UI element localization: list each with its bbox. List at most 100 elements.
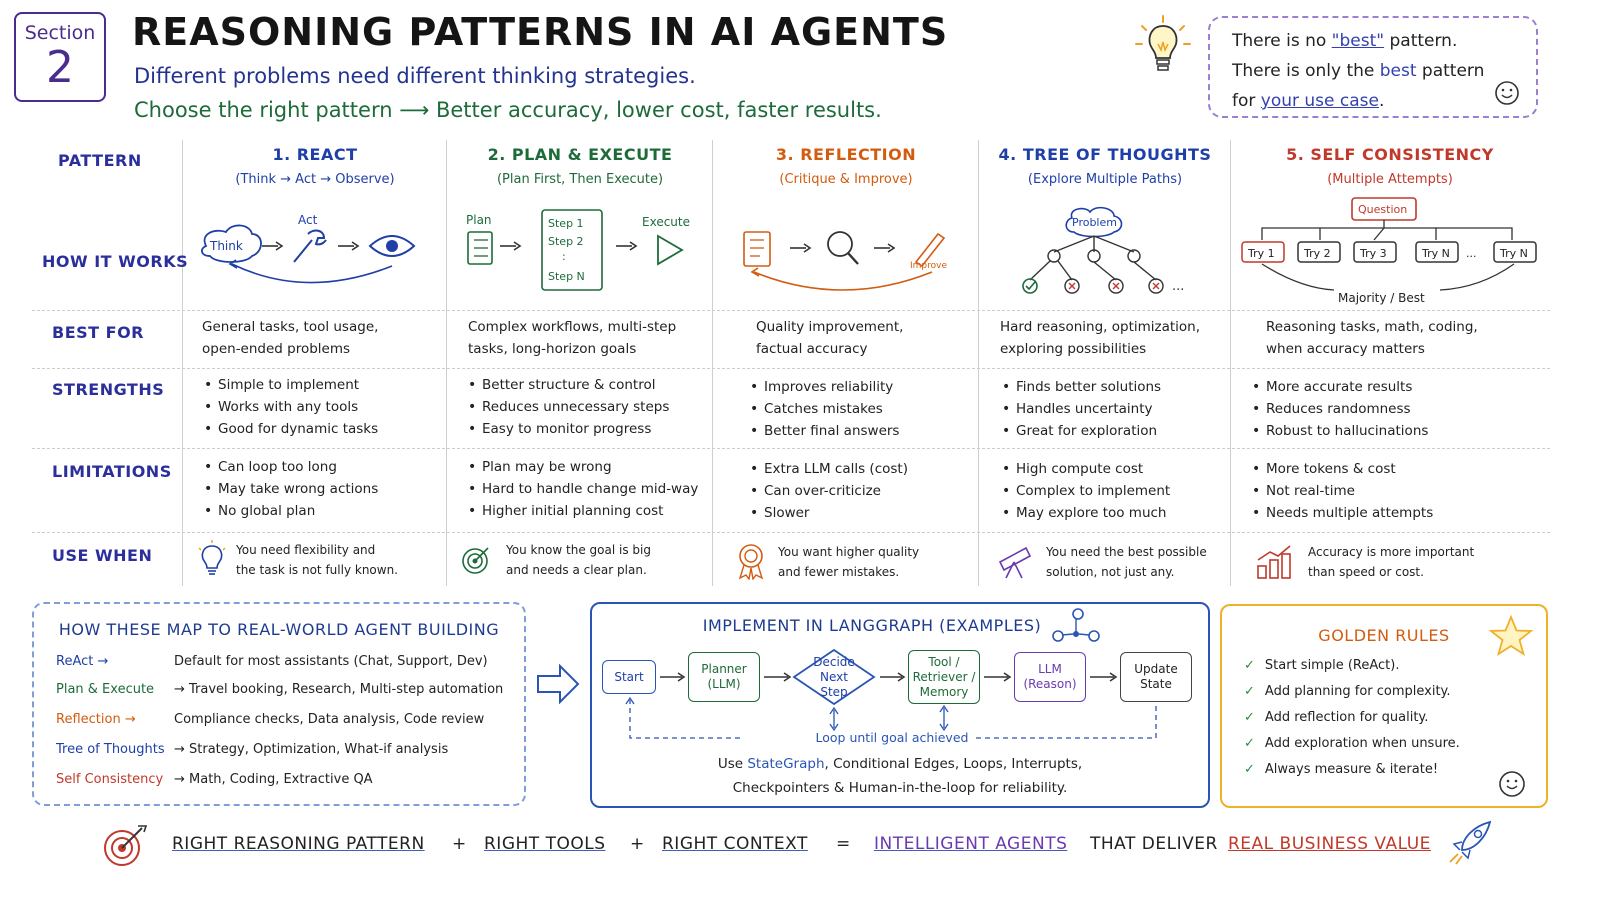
limitation-item: No global plan bbox=[202, 500, 378, 522]
golden-rule: ✓Add planning for complexity. bbox=[1244, 684, 1451, 699]
row-divider bbox=[32, 532, 1550, 533]
langgraph-footnote-2: Checkpointers & Human-in-the-loop for re… bbox=[732, 780, 1068, 796]
question-label: Question bbox=[1358, 203, 1407, 216]
map-value: → Math, Coding, Extractive QA bbox=[174, 772, 373, 787]
step-1-label: Step 1 bbox=[548, 217, 584, 230]
stategraph-highlight: StateGraph bbox=[747, 756, 825, 772]
best-for-plan-execute: Complex workflows, multi-step tasks, lon… bbox=[468, 316, 676, 360]
self-consistency-diagram: Question Try 1 Try 2 Try 3 Try N ... Try… bbox=[1241, 197, 1537, 305]
target-icon bbox=[462, 547, 489, 574]
pattern-subtitle-plan-execute: (Plan First, Then Execute) bbox=[496, 172, 664, 187]
magnifier-icon bbox=[827, 231, 853, 257]
map-row-plan-execute: Plan & Execute → Travel booking, Research… bbox=[56, 682, 503, 697]
use-when-react: You need flexibility and the task is not… bbox=[236, 540, 398, 580]
footnote-text: Use bbox=[717, 756, 748, 772]
footer-plus: + bbox=[630, 834, 645, 854]
try-n2-label: Try N bbox=[1499, 247, 1528, 260]
strength-item: Works with any tools bbox=[202, 396, 378, 418]
limitations-react: Can loop too longMay take wrong actionsN… bbox=[202, 456, 378, 522]
strength-item: Reduces unnecessary steps bbox=[466, 396, 669, 418]
column-divider bbox=[1230, 140, 1231, 586]
step-ellipsis: : bbox=[562, 250, 566, 263]
smiley-icon bbox=[1499, 771, 1525, 797]
target-icon bbox=[104, 825, 148, 866]
row-divider bbox=[32, 310, 1550, 311]
react-flow-diagram: Think Act bbox=[201, 213, 416, 284]
use-when-line: solution, not just any. bbox=[1046, 565, 1175, 579]
try-n-label: Try N bbox=[1421, 247, 1450, 260]
best-for-line: Quality improvement, bbox=[756, 319, 904, 335]
map-value: → Strategy, Optimization, What-if analys… bbox=[174, 742, 449, 757]
node-start: Start bbox=[602, 660, 656, 694]
real-world-map-panel: HOW THESE MAP TO REAL-WORLD AGENT BUILDI… bbox=[32, 602, 526, 806]
react-act-label: Act bbox=[298, 213, 318, 227]
map-row-react: ReAct →Default for most assistants (Chat… bbox=[56, 654, 488, 669]
smiley-icon bbox=[1495, 81, 1519, 105]
checklist-icon bbox=[467, 231, 493, 265]
row-label-best-for: BEST FOR bbox=[52, 323, 144, 342]
use-when-reflection: You want higher quality and fewer mistak… bbox=[778, 542, 919, 582]
strength-item: Reduces randomness bbox=[1250, 398, 1428, 420]
check-icon: ✓ bbox=[1244, 710, 1255, 725]
map-key: Plan & Execute bbox=[56, 682, 155, 697]
strength-item: Improves reliability bbox=[748, 376, 899, 398]
limitation-item: May explore too much bbox=[1000, 502, 1170, 524]
plan-label: Plan bbox=[466, 213, 492, 227]
step-2-label: Step 2 bbox=[548, 235, 584, 248]
strengths-tree-of-thoughts: Finds better solutionsHandles uncertaint… bbox=[1000, 376, 1161, 442]
limitation-item: May take wrong actions bbox=[202, 478, 378, 500]
best-for-line: when accuracy matters bbox=[1266, 341, 1425, 357]
document-icon bbox=[743, 231, 771, 267]
page-tagline: Choose the right pattern ⟶ Better accura… bbox=[134, 98, 882, 122]
strength-item: Better structure & control bbox=[466, 374, 669, 396]
row-label-use-when: USE WHEN bbox=[52, 546, 153, 565]
quote-text: There is no bbox=[1232, 31, 1332, 51]
use-when-line: You need flexibility and bbox=[236, 543, 376, 557]
column-divider bbox=[446, 140, 447, 586]
use-when-line: the task is not fully known. bbox=[236, 563, 398, 577]
use-when-line: Accuracy is more important bbox=[1308, 545, 1475, 559]
row-divider bbox=[32, 448, 1550, 449]
pattern-title-plan-execute: 2. PLAN & EXECUTE bbox=[487, 145, 673, 164]
quote-text: pattern. bbox=[1384, 31, 1458, 51]
strengths-reflection: Improves reliabilityCatches mistakesBett… bbox=[748, 376, 899, 442]
pattern-subtitle-reflection: (Critique & Improve) bbox=[779, 172, 913, 187]
map-key: Tree of Thoughts bbox=[56, 742, 165, 757]
column-divider bbox=[712, 140, 713, 586]
footer-business-value: REAL BUSINESS VALUE bbox=[1228, 834, 1431, 864]
eye-icon bbox=[368, 235, 416, 257]
pattern-title-reflection: 3. REFLECTION bbox=[775, 145, 917, 164]
use-when-tree-of-thoughts: You need the best possible solution, not… bbox=[1046, 542, 1207, 582]
quote-box: There is no "best" pattern. There is onl… bbox=[1208, 16, 1538, 118]
langgraph-footnote-1: Use StateGraph, Conditional Edges, Loops… bbox=[592, 756, 1208, 772]
star-icon bbox=[1488, 614, 1534, 657]
map-panel-title: HOW THESE MAP TO REAL-WORLD AGENT BUILDI… bbox=[58, 620, 500, 639]
decision-diamond bbox=[792, 648, 876, 706]
use-when-self-consistency: Accuracy is more important than speed or… bbox=[1308, 542, 1474, 582]
pattern-subtitle-self-consistency: (Multiple Attempts) bbox=[1327, 172, 1453, 187]
footer-right-context: RIGHT CONTEXT bbox=[662, 834, 808, 864]
footer-term: RIGHT TOOLS bbox=[484, 834, 606, 854]
pattern-title-tree-of-thoughts: 4. TREE OF THOUGHTS bbox=[998, 145, 1212, 164]
best-for-line: factual accuracy bbox=[756, 341, 868, 357]
golden-rule-text: Start simple (ReAct). bbox=[1264, 658, 1400, 673]
map-value: → Travel booking, Research, Multi-step a… bbox=[174, 682, 504, 697]
best-for-line: tasks, long-horizon goals bbox=[468, 341, 637, 357]
check-icon: ✓ bbox=[1244, 658, 1255, 673]
golden-rule: ✓Add reflection for quality. bbox=[1244, 710, 1428, 725]
node-llm: LLM (Reason) bbox=[1014, 652, 1086, 702]
plan-execute-flow-diagram: Plan Step 1 Step 2 : Step N Execute bbox=[466, 209, 690, 291]
limitation-item: Slower bbox=[748, 502, 908, 524]
pattern-title-react: 1. REACT bbox=[272, 145, 358, 164]
tree-of-thoughts-diagram: Problem ... bbox=[1022, 206, 1184, 294]
try-3-label: Try 3 bbox=[1359, 247, 1387, 260]
use-when-line: You need the best possible bbox=[1046, 545, 1207, 559]
strength-item: Better final answers bbox=[748, 420, 899, 442]
try-2-label: Try 2 bbox=[1303, 247, 1331, 260]
majority-best-label: Majority / Best bbox=[1338, 291, 1425, 305]
footer-equals: = bbox=[836, 834, 851, 854]
footer-right-tools: RIGHT TOOLS bbox=[484, 834, 605, 864]
strength-item: Good for dynamic tasks bbox=[202, 418, 378, 440]
footer-intelligent-agents: INTELLIGENT AGENTS bbox=[874, 834, 1067, 864]
node-decide: Decide Next Step bbox=[792, 648, 876, 706]
